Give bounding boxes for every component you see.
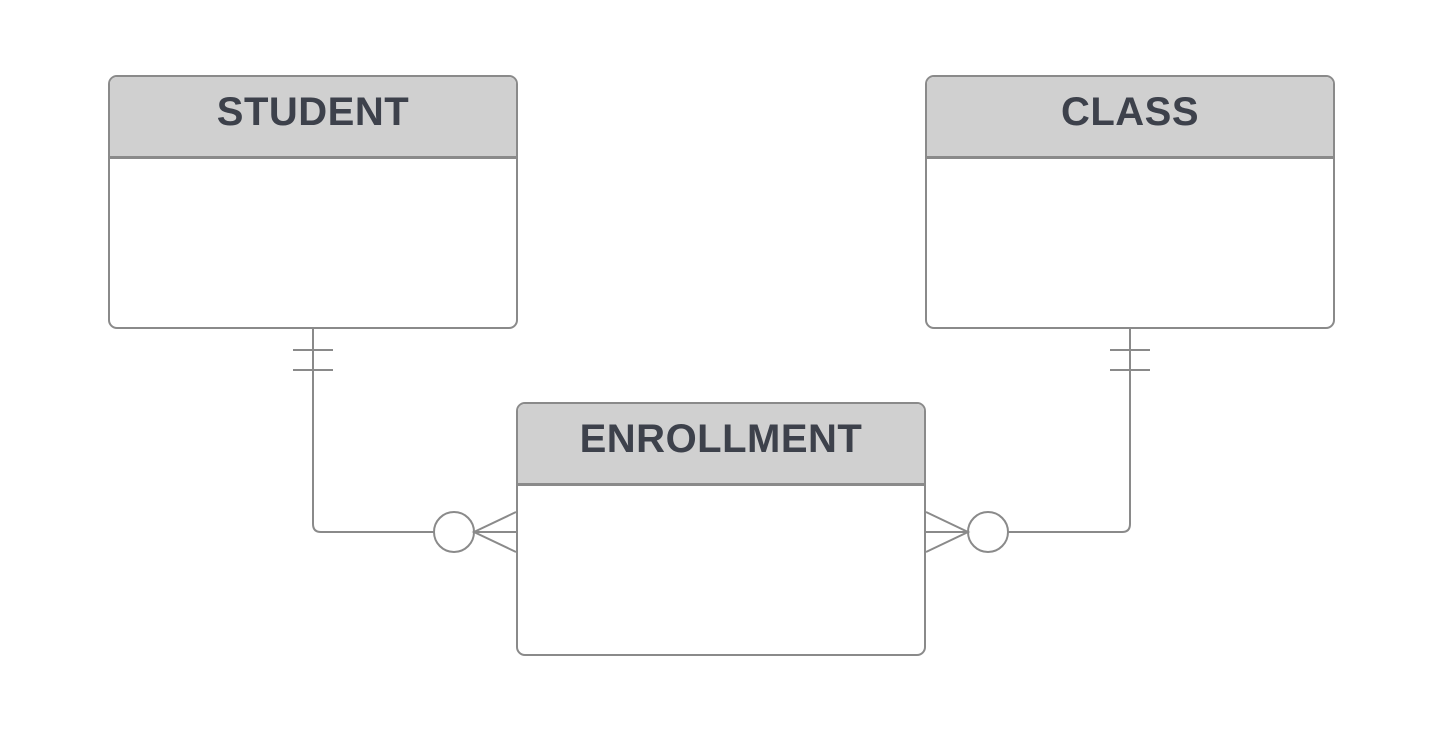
- entity-enrollment-header: ENROLLMENT: [518, 404, 924, 486]
- entity-student-body: [110, 159, 516, 327]
- entity-class[interactable]: CLASS: [925, 75, 1335, 329]
- zero-circle-class-side: [967, 511, 1009, 553]
- entity-student-header: STUDENT: [110, 77, 516, 159]
- entity-student[interactable]: STUDENT: [108, 75, 518, 329]
- relationship-student-enrollment: [293, 329, 517, 553]
- entity-class-header: CLASS: [927, 77, 1333, 159]
- entity-enrollment-title: ENROLLMENT: [579, 417, 863, 461]
- entity-enrollment[interactable]: ENROLLMENT: [516, 402, 926, 656]
- zero-circle-student-side: [433, 511, 475, 553]
- entity-class-title: CLASS: [1060, 90, 1200, 134]
- entity-student-title: STUDENT: [216, 90, 410, 134]
- entity-enrollment-body: [518, 486, 924, 654]
- connector-line-student-enrollment: [312, 329, 434, 533]
- entity-class-body: [927, 159, 1333, 327]
- connector-line-class-enrollment: [1008, 329, 1131, 533]
- relationship-class-enrollment: [925, 329, 1150, 553]
